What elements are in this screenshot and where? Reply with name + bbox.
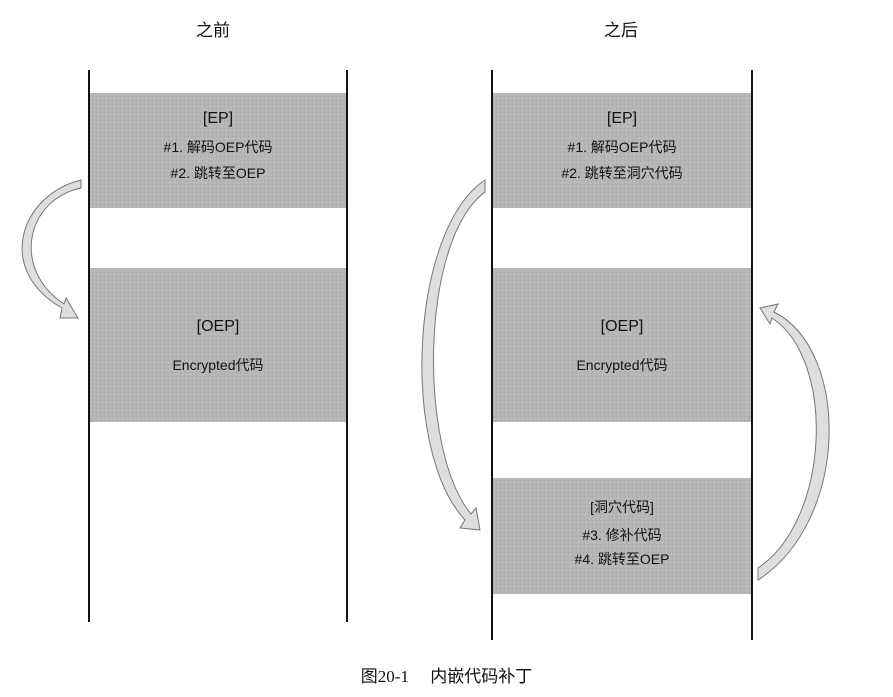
oep-content: Encrypted代码 — [576, 357, 668, 373]
after-ep-block — [492, 93, 752, 208]
oep-header: [OEP] — [196, 318, 240, 335]
ep-header: [EP] — [606, 110, 638, 127]
before-title: 之前 — [196, 21, 230, 41]
oep-content: Encrypted代码 — [172, 357, 264, 373]
arrow-ep-to-oep — [21, 179, 82, 319]
before-ep-text: [EP] #1. 解码OEP代码 #2. 跳转至OEP — [89, 108, 347, 184]
after-cave-text: [洞穴代码] #3. 修补代码 #4. 跳转至OEP — [492, 496, 752, 570]
before-oep-text: [OEP] Encrypted代码 — [89, 316, 347, 376]
cave-header: [洞穴代码] — [590, 499, 654, 515]
before-ep-block — [89, 93, 347, 208]
after-oep-block — [492, 268, 752, 422]
after-title: 之后 — [604, 21, 638, 41]
after-ep-text: [EP] #1. 解码OEP代码 #2. 跳转至洞穴代码 — [492, 108, 752, 184]
ep-step-1: #1. 解码OEP代码 — [163, 139, 273, 155]
arrow-ep-to-cave — [421, 179, 486, 531]
ep-step-1: #1. 解码OEP代码 — [567, 139, 677, 155]
arrow-cave-to-oep — [757, 303, 830, 581]
oep-header: [OEP] — [600, 318, 644, 335]
before-oep-block — [89, 268, 347, 422]
after-cave-block — [492, 478, 752, 594]
cave-step-3: #3. 修补代码 — [582, 527, 662, 543]
after-oep-text: [OEP] Encrypted代码 — [492, 316, 752, 376]
ep-step-2: #2. 跳转至OEP — [170, 165, 266, 181]
ep-step-2: #2. 跳转至洞穴代码 — [561, 165, 683, 181]
figure-caption: 图20-1 内嵌代码补丁 — [360, 667, 533, 686]
cave-step-4: #4. 跳转至OEP — [574, 551, 670, 567]
ep-header: [EP] — [202, 110, 234, 127]
